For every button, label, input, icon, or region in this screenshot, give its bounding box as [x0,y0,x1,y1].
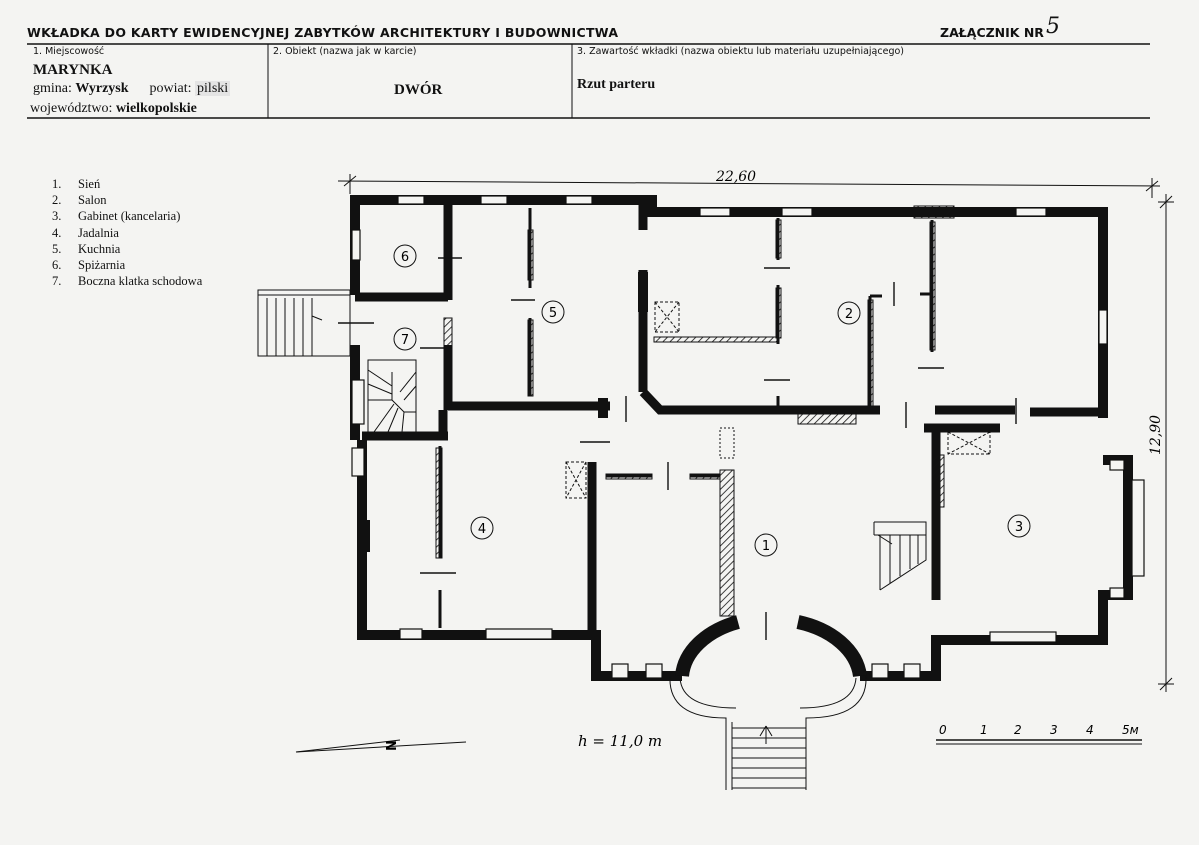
room-markers: 6 5 7 2 4 1 3 [393,244,1031,557]
legend-item: 5.Kuchnia [52,241,121,256]
hall-stair [873,521,927,591]
gmina-label: gmina: [33,81,72,96]
width-dimension [337,174,1161,198]
locality-value: MARYNKA [33,62,113,78]
scale-label: 2 [1014,723,1022,737]
west-entrance-stairs [257,289,351,357]
flue-boxes [565,301,991,499]
gmina-line: gmina: Wyrzysk powiat: pilski [33,81,231,97]
woj-label: województwo: [30,101,113,116]
room-legend: 1.Sień 2.Salon 3.Gabinet (kancelaria) 4.… [52,176,202,289]
legend-item: 3.Gabinet (kancelaria) [52,209,181,224]
woj-value: wielkopolskie [115,101,197,116]
powiat-label: powiat: [149,81,192,96]
legend-item: 4.Jadalnia [52,225,119,240]
entrance-bay [669,615,867,790]
scale-label: 1 [980,723,988,737]
legend-item: 6.Spiżarnia [52,258,126,273]
width-dimension-label: 22,60 [715,169,756,185]
partitions [438,208,934,628]
object-caption: 2. Obiekt (nazwa jak w karcie) [273,46,417,57]
room-number: 4 [478,522,486,537]
height-note: h = 11,0 m [578,732,662,750]
wall-pier [360,520,370,552]
document-title: WKŁADKA DO KARTY EWIDENCYJNEJ ZABYTKÓW A… [27,25,619,40]
room-number: 2 [845,307,853,322]
room-number: 6 [401,250,409,265]
legend-item: 2.Salon [52,193,107,208]
spiral-stair [367,359,417,433]
object-name: DWÓR [394,82,443,98]
room-number: 7 [401,333,409,348]
annex-label: ZAŁĄCZNIK NR [940,25,1044,40]
front-steps [731,722,806,790]
north-arrow: N [295,739,467,753]
gmina-value: Wyrzysk [75,81,129,96]
wall-pier [598,398,608,418]
room-number: 1 [762,539,770,554]
door-openings [338,257,1017,640]
woj-line: województwo: wielkopolskie [30,101,197,117]
scale-label: 5м [1122,723,1139,737]
room-number: 5 [549,306,557,321]
powiat-value: pilski [195,81,231,96]
wall-pier [638,272,648,312]
depth-dimension [1158,194,1174,692]
legend-item: 1.Sień [52,177,101,191]
depth-dimension-label: 12,90 [1148,415,1164,455]
exterior-walls [350,195,1133,681]
scale-label: 3 [1050,723,1058,737]
scale-label: 0 [939,723,947,737]
room-number: 3 [1015,520,1023,535]
content-value: Rzut parteru [577,77,656,92]
scale-label: 4 [1086,723,1094,737]
legend-item: 7.Boczna klatka schodowa [52,274,203,289]
hatched-walls [435,205,955,617]
content-caption: 3. Zawartość wkładki (nazwa obiektu lub … [577,46,904,57]
annex-number: 5 [1046,14,1060,39]
locality-caption: 1. Miejscowość [33,46,105,57]
scale-bar: 0 1 2 3 4 5м [936,723,1142,745]
north-label: N [385,740,400,751]
windows [351,195,1145,679]
